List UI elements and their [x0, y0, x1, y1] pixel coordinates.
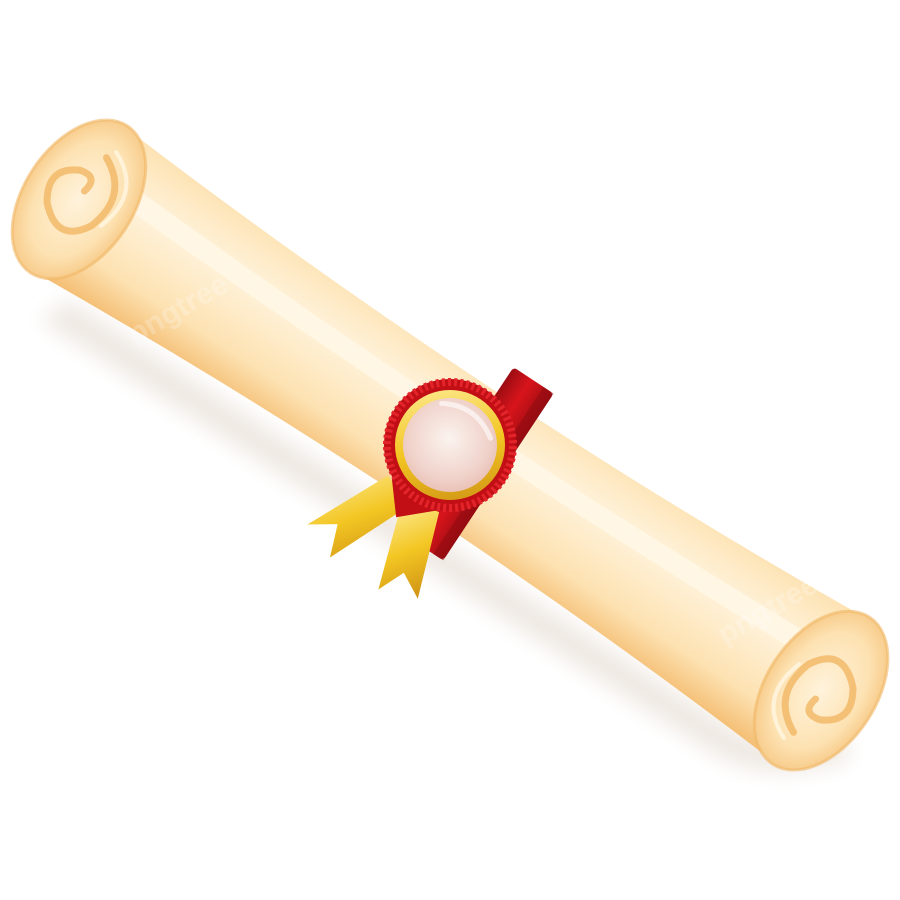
- award-seal-icon: [383, 378, 517, 512]
- scroll-icon: [10, 118, 890, 772]
- scroll-right-roll: [752, 609, 890, 772]
- scroll-left-roll: [10, 118, 148, 281]
- scroll-shadow: [40, 300, 850, 772]
